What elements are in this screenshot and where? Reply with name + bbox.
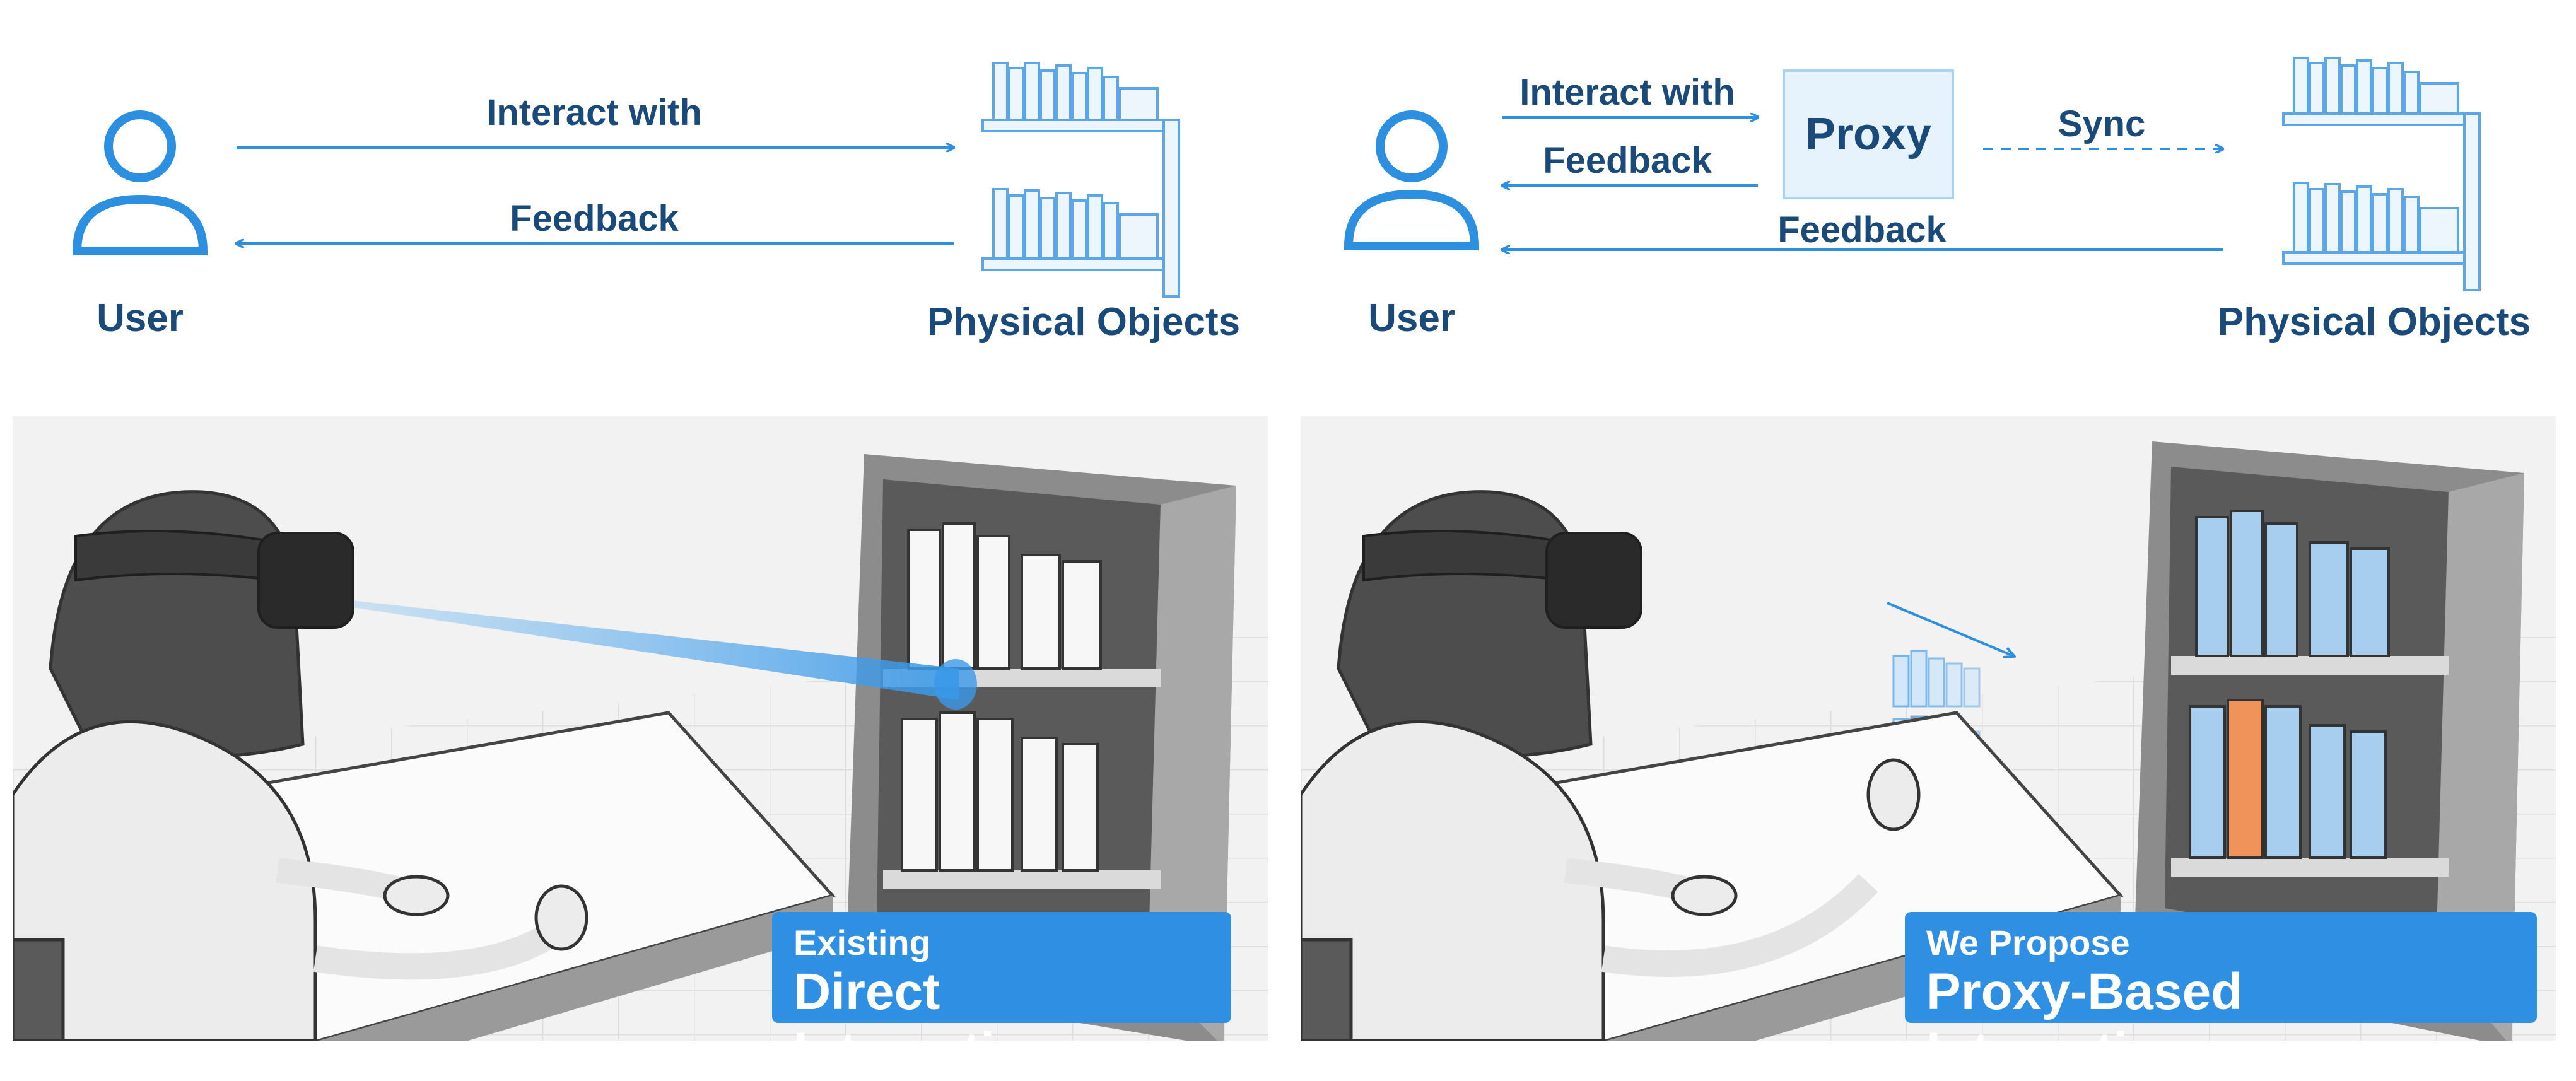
vr-headset-icon bbox=[1362, 530, 1642, 629]
sync-label: Sync bbox=[2058, 103, 2146, 144]
user-label: User bbox=[97, 296, 184, 340]
vr-headset-icon bbox=[74, 530, 354, 629]
scene-drawing bbox=[1301, 416, 2556, 1041]
gaze-ray bbox=[341, 599, 959, 700]
caption-kicker: Existing bbox=[793, 923, 931, 962]
caption-title: Direct Interaction bbox=[793, 962, 1058, 1080]
feedback-long-label: Feedback bbox=[1777, 209, 1947, 250]
bookshelf-drawing bbox=[845, 454, 1236, 1041]
caption-title: Proxy-Based Interactions bbox=[1926, 962, 2243, 1080]
caption-kicker: We Propose bbox=[1926, 923, 2130, 962]
existing-direct-interaction-caption: Existing Direct Interaction bbox=[772, 912, 1231, 1080]
bookshelf-drawing bbox=[2133, 441, 2524, 1041]
feedback-short-label: Feedback bbox=[1543, 140, 1712, 181]
swipe-arrow bbox=[1887, 602, 2013, 656]
physical-objects-label: Physical Objects bbox=[927, 300, 1241, 344]
bookshelf-icon bbox=[2282, 57, 2481, 291]
direct-interaction-illustration bbox=[13, 416, 1268, 1041]
interact-with-label: Interact with bbox=[1519, 72, 1735, 113]
user-drawing bbox=[13, 490, 588, 1041]
proxy-interaction-diagram bbox=[1344, 57, 2481, 291]
proposed-proxy-caption: We Propose Proxy-Based Interactions bbox=[1905, 912, 2537, 1080]
user-drawing bbox=[1301, 490, 1921, 1041]
user-label: User bbox=[1368, 296, 1455, 340]
user-icon bbox=[1344, 110, 1480, 250]
selected-book bbox=[2227, 699, 2264, 859]
bookshelf-icon bbox=[981, 62, 1180, 298]
physical-objects-label: Physical Objects bbox=[2217, 300, 2531, 344]
proxy-box: Proxy bbox=[1783, 69, 1954, 199]
direct-interaction-diagram bbox=[72, 62, 1180, 298]
existing-panel: Interact with Feedback User Physical Obj… bbox=[0, 0, 1288, 1080]
interact-with-label: Interact with bbox=[486, 92, 702, 133]
proxy-interaction-illustration bbox=[1301, 416, 2556, 1041]
feedback-label: Feedback bbox=[510, 198, 679, 239]
proposed-panel: Proxy Interact with Feedback Sync Feedba… bbox=[1288, 0, 2576, 1080]
user-icon bbox=[72, 110, 208, 255]
